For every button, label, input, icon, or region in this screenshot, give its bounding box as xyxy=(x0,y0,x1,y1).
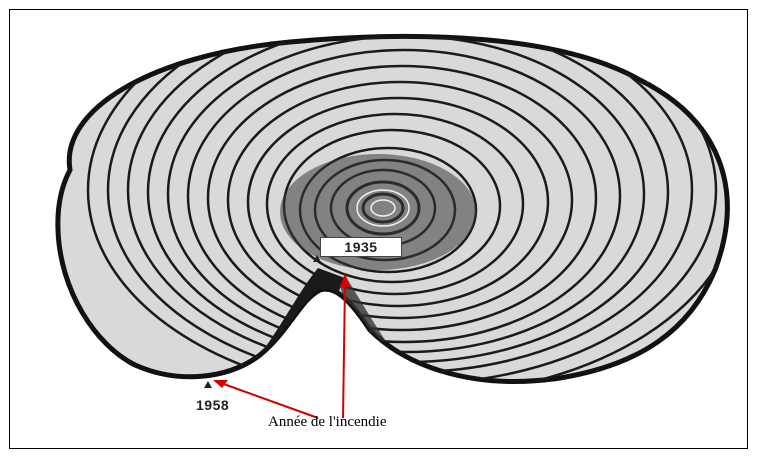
fire-year-caption: Année de l'incendie xyxy=(268,414,386,431)
year-label-1958: 1958 xyxy=(196,397,229,413)
year-label-1935: 1935 xyxy=(320,237,402,257)
